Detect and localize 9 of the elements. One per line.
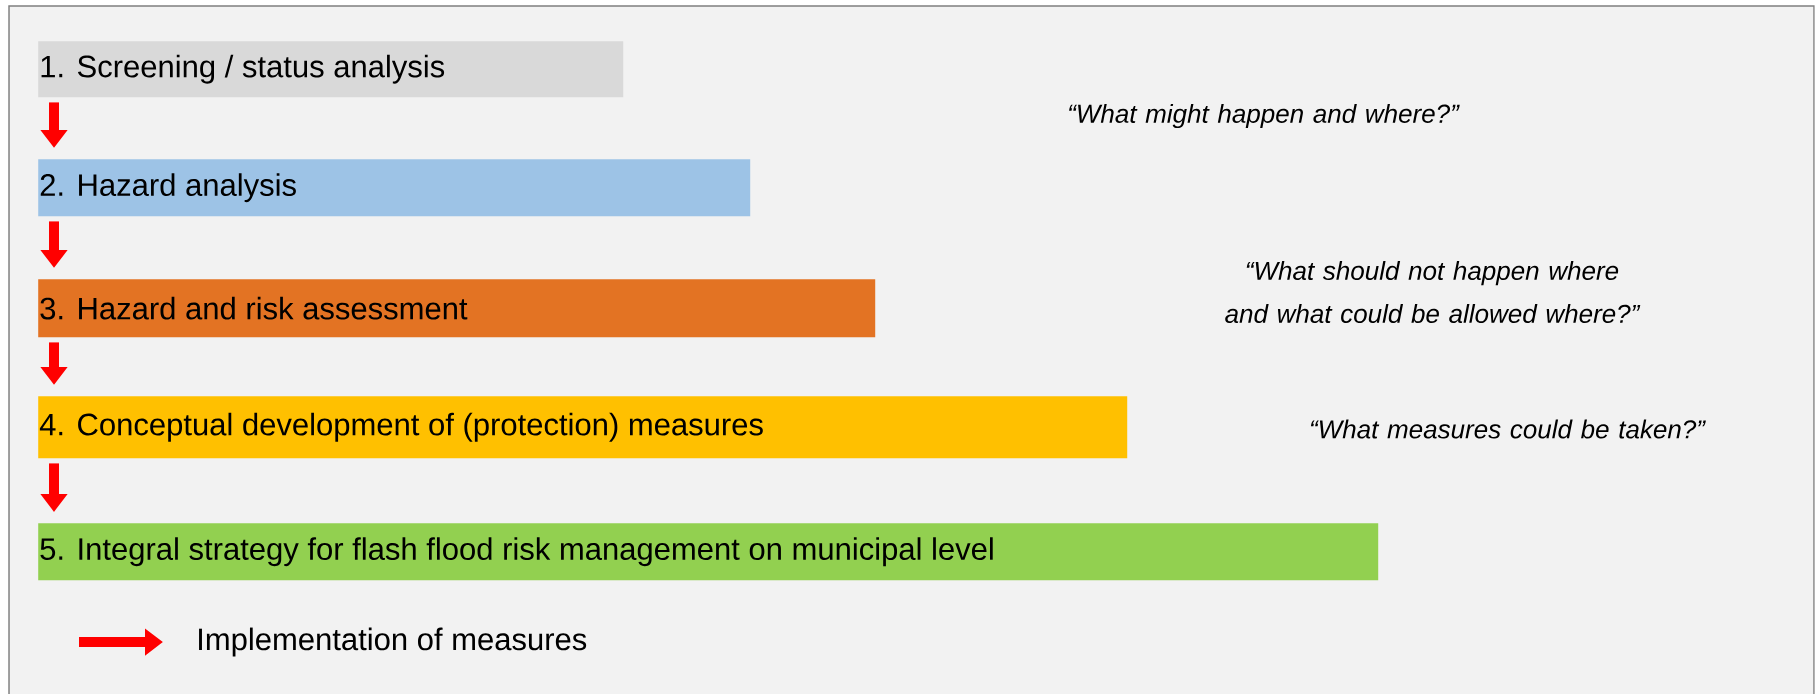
stage-box: 2. Hazard analysis [38,159,751,217]
stage-box: 4. Conceptual development of (protection) measures [38,396,1128,459]
stage-box: 5. Integral strategy for flash flood risk management on municipal level [38,523,1379,581]
stage-box: 1. Screening / status analysis [38,41,624,98]
question-text: “What might happen and where?” [1069,103,1460,129]
question-text: “What measures could be taken?” [1310,419,1706,439]
step-text: Implementation of measures [199,627,587,657]
question-text: “What should not happen where and what could be allowed where?” [1225,260,1641,324]
stage-box: 3. Hazard and risk assessment [38,279,876,338]
